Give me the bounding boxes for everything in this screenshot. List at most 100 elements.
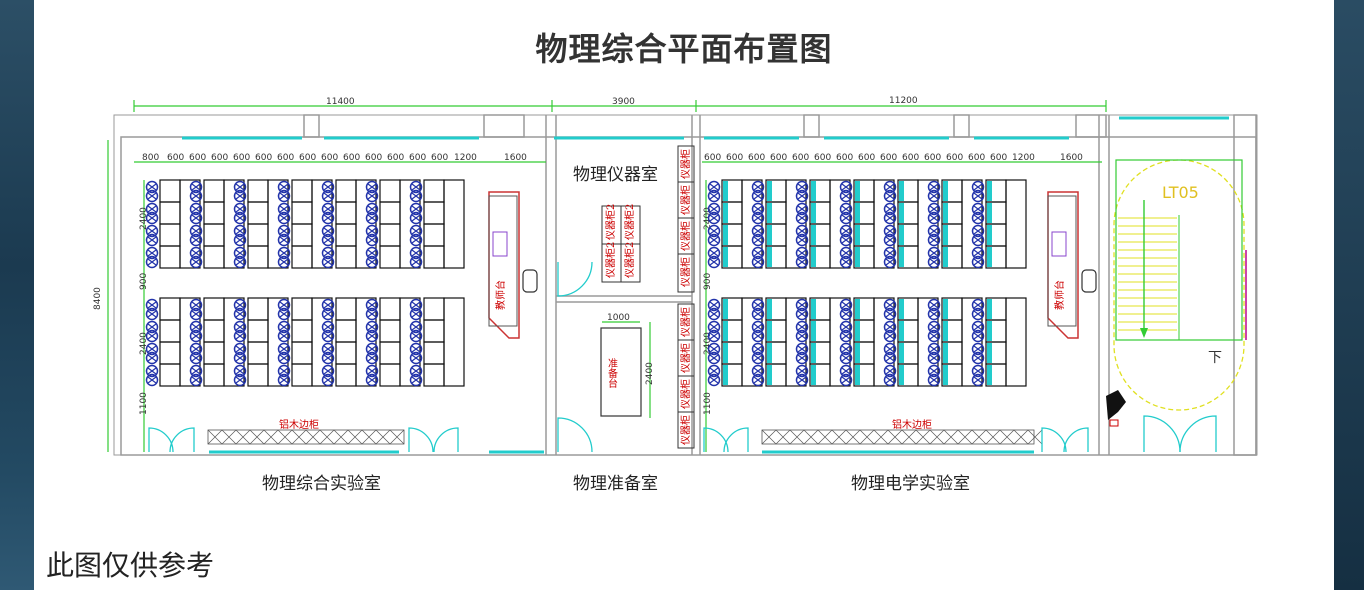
- stool-icon: [189, 364, 203, 378]
- stool-icon: [883, 255, 897, 269]
- instrument-cabinet-label: 仪器柜: [679, 415, 692, 445]
- svg-text:仪器柜2: 仪器柜2: [623, 204, 636, 240]
- walls: [113, 114, 1258, 456]
- desk: [291, 363, 313, 387]
- stool-icon: [795, 202, 809, 216]
- desk-equipment: [987, 299, 992, 319]
- desk: [159, 363, 181, 387]
- stool-icon: [189, 180, 203, 194]
- svg-text:600: 600: [255, 153, 272, 163]
- desk-equipment: [899, 321, 904, 341]
- desk: [335, 363, 357, 387]
- desk-equipment: [723, 365, 728, 385]
- desk-equipment: [855, 181, 860, 201]
- stool-icon: [409, 298, 423, 312]
- background-left: [0, 0, 34, 590]
- desks-right: [707, 179, 1027, 387]
- stool-icon: [321, 189, 335, 203]
- stool-icon: [883, 224, 897, 238]
- stool-icon: [971, 189, 985, 203]
- stool-icon: [751, 364, 765, 378]
- stool-icon: [883, 298, 897, 312]
- stool-icon: [839, 329, 853, 343]
- stool-icon: [839, 211, 853, 225]
- desk-equipment: [987, 181, 992, 201]
- stool-icon: [839, 189, 853, 203]
- dim-2400-a: 2400: [139, 207, 149, 230]
- desk: [335, 341, 357, 365]
- stool-icon: [839, 246, 853, 260]
- stool-icon: [409, 364, 423, 378]
- stool-icon: [751, 246, 765, 260]
- desk: [203, 341, 225, 365]
- stool-icon: [795, 329, 809, 343]
- desk: [159, 245, 181, 269]
- stool-icon: [839, 351, 853, 365]
- dim-2400-d: 2400: [703, 332, 713, 355]
- stool-icon: [751, 233, 765, 247]
- stool-icon: [927, 255, 941, 269]
- desk: [785, 179, 807, 269]
- desk-equipment: [767, 203, 772, 223]
- desk: [1005, 179, 1027, 269]
- svg-text:600: 600: [387, 153, 404, 163]
- desk: [291, 297, 313, 321]
- stool-icon: [277, 342, 291, 356]
- stool-icon: [927, 202, 941, 216]
- desk: [379, 297, 401, 321]
- desk: [335, 319, 357, 343]
- stool-icon: [971, 373, 985, 387]
- stool-icon: [277, 211, 291, 225]
- desk: [335, 245, 357, 269]
- dim-900-b: 900: [703, 273, 713, 290]
- dim-600-labels-right: 600 600 600 600 600 600 600 600 600 600 …: [704, 153, 1007, 163]
- stool-icon: [189, 224, 203, 238]
- stool-icon: [233, 373, 247, 387]
- bottom-cabinets: [207, 429, 1043, 445]
- desk-equipment: [723, 299, 728, 319]
- stool-icon: [321, 320, 335, 334]
- stool-icon: [927, 246, 941, 260]
- stool-icon: [927, 320, 941, 334]
- stool-icon: [751, 202, 765, 216]
- stool-icon: [321, 342, 335, 356]
- desk-equipment: [855, 365, 860, 385]
- dim-mid-total: 3900: [612, 97, 635, 107]
- desk-equipment: [987, 247, 992, 267]
- room-label-prep: 物理准备室: [573, 474, 658, 494]
- stool-icon: [365, 329, 379, 343]
- instrument-cabinets-2: [601, 205, 641, 283]
- desk-equipment: [943, 299, 948, 319]
- stool-icon: [927, 329, 941, 343]
- desk: [423, 319, 445, 343]
- stool-icon: [927, 224, 941, 238]
- stool-icon: [277, 373, 291, 387]
- desk: [291, 223, 313, 247]
- stool-icon: [277, 224, 291, 238]
- desk: [159, 341, 181, 365]
- stool-icon: [321, 364, 335, 378]
- stool-icon: [883, 351, 897, 365]
- stool-icon: [189, 320, 203, 334]
- stool-icon: [409, 255, 423, 269]
- desk: [159, 201, 181, 225]
- stool-icon: [321, 255, 335, 269]
- dim-900-a: 900: [139, 273, 149, 290]
- windows: [182, 116, 1229, 454]
- dim-2400-b: 2400: [139, 332, 149, 355]
- desk: [179, 297, 201, 387]
- doors: [148, 261, 1217, 453]
- desk-equipment: [943, 321, 948, 341]
- svg-text:600: 600: [902, 153, 919, 163]
- stool-icon: [321, 351, 335, 365]
- stool-icon: [189, 211, 203, 225]
- desk: [267, 179, 289, 269]
- stool-icon: [277, 364, 291, 378]
- stool-icon: [145, 320, 159, 334]
- stool-icon: [145, 373, 159, 387]
- desk: [335, 223, 357, 247]
- desk: [379, 319, 401, 343]
- desk: [917, 179, 939, 269]
- stool-icon: [839, 373, 853, 387]
- stool-icon: [971, 364, 985, 378]
